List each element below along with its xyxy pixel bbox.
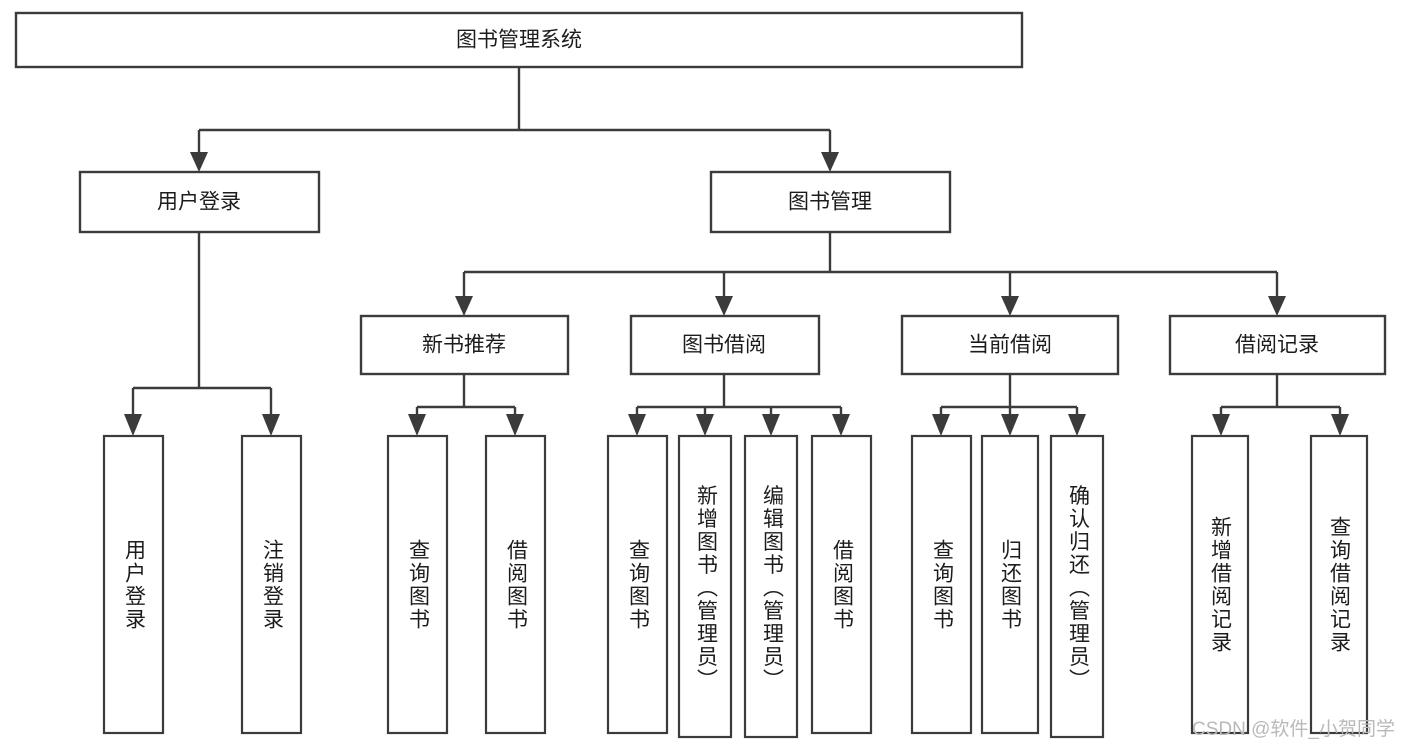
node-leaf-query-book-3[interactable]: 查询图书 xyxy=(910,434,973,735)
connector-layer xyxy=(124,67,1349,436)
node-leaf-return-book[interactable]: 归还图书 xyxy=(980,434,1040,735)
node-leaf-user-login[interactable]: 用户登录 xyxy=(102,434,165,735)
node-leaf-edit-book-box[interactable] xyxy=(743,434,799,739)
node-leaf-logout-login[interactable]: 注销登录 xyxy=(240,434,303,735)
arrow-bb-leaf-1 xyxy=(628,414,646,436)
node-leaf-return-book-box[interactable] xyxy=(980,434,1040,735)
node-leaf-edit-book[interactable]: 编辑图书（管理员） xyxy=(743,434,799,739)
node-borrow-record[interactable]: 借阅记录 xyxy=(1168,314,1387,376)
node-leaf-query-book-2[interactable]: 查询图书 xyxy=(606,434,669,735)
node-leaf-return-book-label: 归还图书 xyxy=(999,539,1023,631)
node-leaf-borrow-book-1[interactable]: 借阅图书 xyxy=(484,434,547,735)
arrow-bm-to-book-borrow xyxy=(715,296,733,316)
node-current-borrow-label: 当前借阅 xyxy=(968,334,1052,357)
node-leaf-query-book-2-box[interactable] xyxy=(606,434,669,735)
node-leaf-confirm-return-box[interactable] xyxy=(1049,434,1105,739)
node-leaf-add-book-label: 新增图书（管理员） xyxy=(695,485,719,692)
node-leaf-borrow-book-2-label: 借阅图书 xyxy=(831,539,855,631)
node-leaf-confirm-return-label: 确认归还（管理员） xyxy=(1067,485,1091,692)
node-leaf-user-login-box[interactable] xyxy=(102,434,165,735)
node-book-borrow-box[interactable] xyxy=(629,314,821,376)
arrow-cb-leaf-2 xyxy=(1001,414,1019,436)
arrow-nbr-leaf-2 xyxy=(506,414,524,436)
node-leaf-query-book-2-label: 查询图书 xyxy=(627,539,651,631)
node-leaf-edit-book-label: 编辑图书（管理员） xyxy=(761,485,785,692)
node-root-label: 图书管理系统 xyxy=(456,29,582,52)
arrow-user-login-leaf-2 xyxy=(262,414,280,436)
arrow-br-leaf-1 xyxy=(1212,414,1230,436)
node-leaf-user-login-label: 用户登录 xyxy=(123,539,147,631)
node-leaf-borrow-book-1-box[interactable] xyxy=(484,434,547,735)
node-leaf-query-book-1[interactable]: 查询图书 xyxy=(386,434,449,735)
node-leaf-query-record-label: 查询借阅记录 xyxy=(1328,516,1352,654)
arrow-nbr-leaf-1 xyxy=(408,414,426,436)
node-leaf-query-book-3-box[interactable] xyxy=(910,434,973,735)
node-leaf-query-record-box[interactable] xyxy=(1309,434,1369,735)
arrow-bm-to-current-borrow xyxy=(1001,296,1019,316)
node-leaf-query-book-3-label: 查询图书 xyxy=(931,539,955,631)
node-book-management[interactable]: 图书管理 xyxy=(709,170,952,234)
watermark-label: CSDN @软件_小贺同学 xyxy=(1192,718,1395,740)
arrow-bm-to-new-book-recommend xyxy=(455,296,473,316)
arrow-br-leaf-2 xyxy=(1331,414,1349,436)
node-leaf-add-record[interactable]: 新增借阅记录 xyxy=(1190,434,1250,735)
node-leaf-query-record[interactable]: 查询借阅记录 xyxy=(1309,434,1369,735)
node-user-login-label: 用户登录 xyxy=(157,191,241,214)
node-current-borrow[interactable]: 当前借阅 xyxy=(900,314,1120,376)
node-borrow-record-box[interactable] xyxy=(1168,314,1387,376)
node-leaf-query-book-1-label: 查询图书 xyxy=(407,539,431,631)
arrow-cb-leaf-3 xyxy=(1068,414,1086,436)
arrow-bb-leaf-4 xyxy=(832,414,850,436)
node-leaf-add-record-label: 新增借阅记录 xyxy=(1209,516,1233,654)
node-leaf-add-book[interactable]: 新增图书（管理员） xyxy=(677,434,733,739)
node-new-book-recommend-label: 新书推荐 xyxy=(422,334,506,357)
node-leaf-add-book-box[interactable] xyxy=(677,434,733,739)
node-leaf-borrow-book-2[interactable]: 借阅图书 xyxy=(810,434,873,735)
arrow-cb-leaf-1 xyxy=(932,414,950,436)
node-user-login-box[interactable] xyxy=(78,170,321,234)
node-leaf-logout-login-label: 注销登录 xyxy=(261,539,285,631)
arrow-root-to-book-management xyxy=(821,152,839,172)
node-leaf-confirm-return[interactable]: 确认归还（管理员） xyxy=(1049,434,1105,739)
node-book-borrow-label: 图书借阅 xyxy=(682,334,766,357)
arrow-bm-to-borrow-record xyxy=(1268,296,1286,316)
arrow-user-login-leaf-1 xyxy=(124,414,142,436)
node-book-management-box[interactable] xyxy=(709,170,952,234)
node-borrow-record-label: 借阅记录 xyxy=(1235,334,1319,357)
arrow-bb-leaf-2 xyxy=(696,414,714,436)
node-book-borrow[interactable]: 图书借阅 xyxy=(629,314,821,376)
node-root-box[interactable] xyxy=(14,11,1024,69)
node-leaf-add-record-box[interactable] xyxy=(1190,434,1250,735)
node-leaf-borrow-book-2-box[interactable] xyxy=(810,434,873,735)
arrow-bb-leaf-3 xyxy=(762,414,780,436)
node-leaf-logout-login-box[interactable] xyxy=(240,434,303,735)
node-current-borrow-box[interactable] xyxy=(900,314,1120,376)
node-leaf-borrow-book-1-label: 借阅图书 xyxy=(505,539,529,631)
node-leaf-query-book-1-box[interactable] xyxy=(386,434,449,735)
node-root[interactable]: 图书管理系统 xyxy=(14,11,1024,69)
node-user-login[interactable]: 用户登录 xyxy=(78,170,321,234)
node-book-management-label: 图书管理 xyxy=(788,191,872,214)
arrow-root-to-user-login xyxy=(190,152,208,172)
node-new-book-recommend-box[interactable] xyxy=(359,314,570,376)
node-new-book-recommend[interactable]: 新书推荐 xyxy=(359,314,570,376)
